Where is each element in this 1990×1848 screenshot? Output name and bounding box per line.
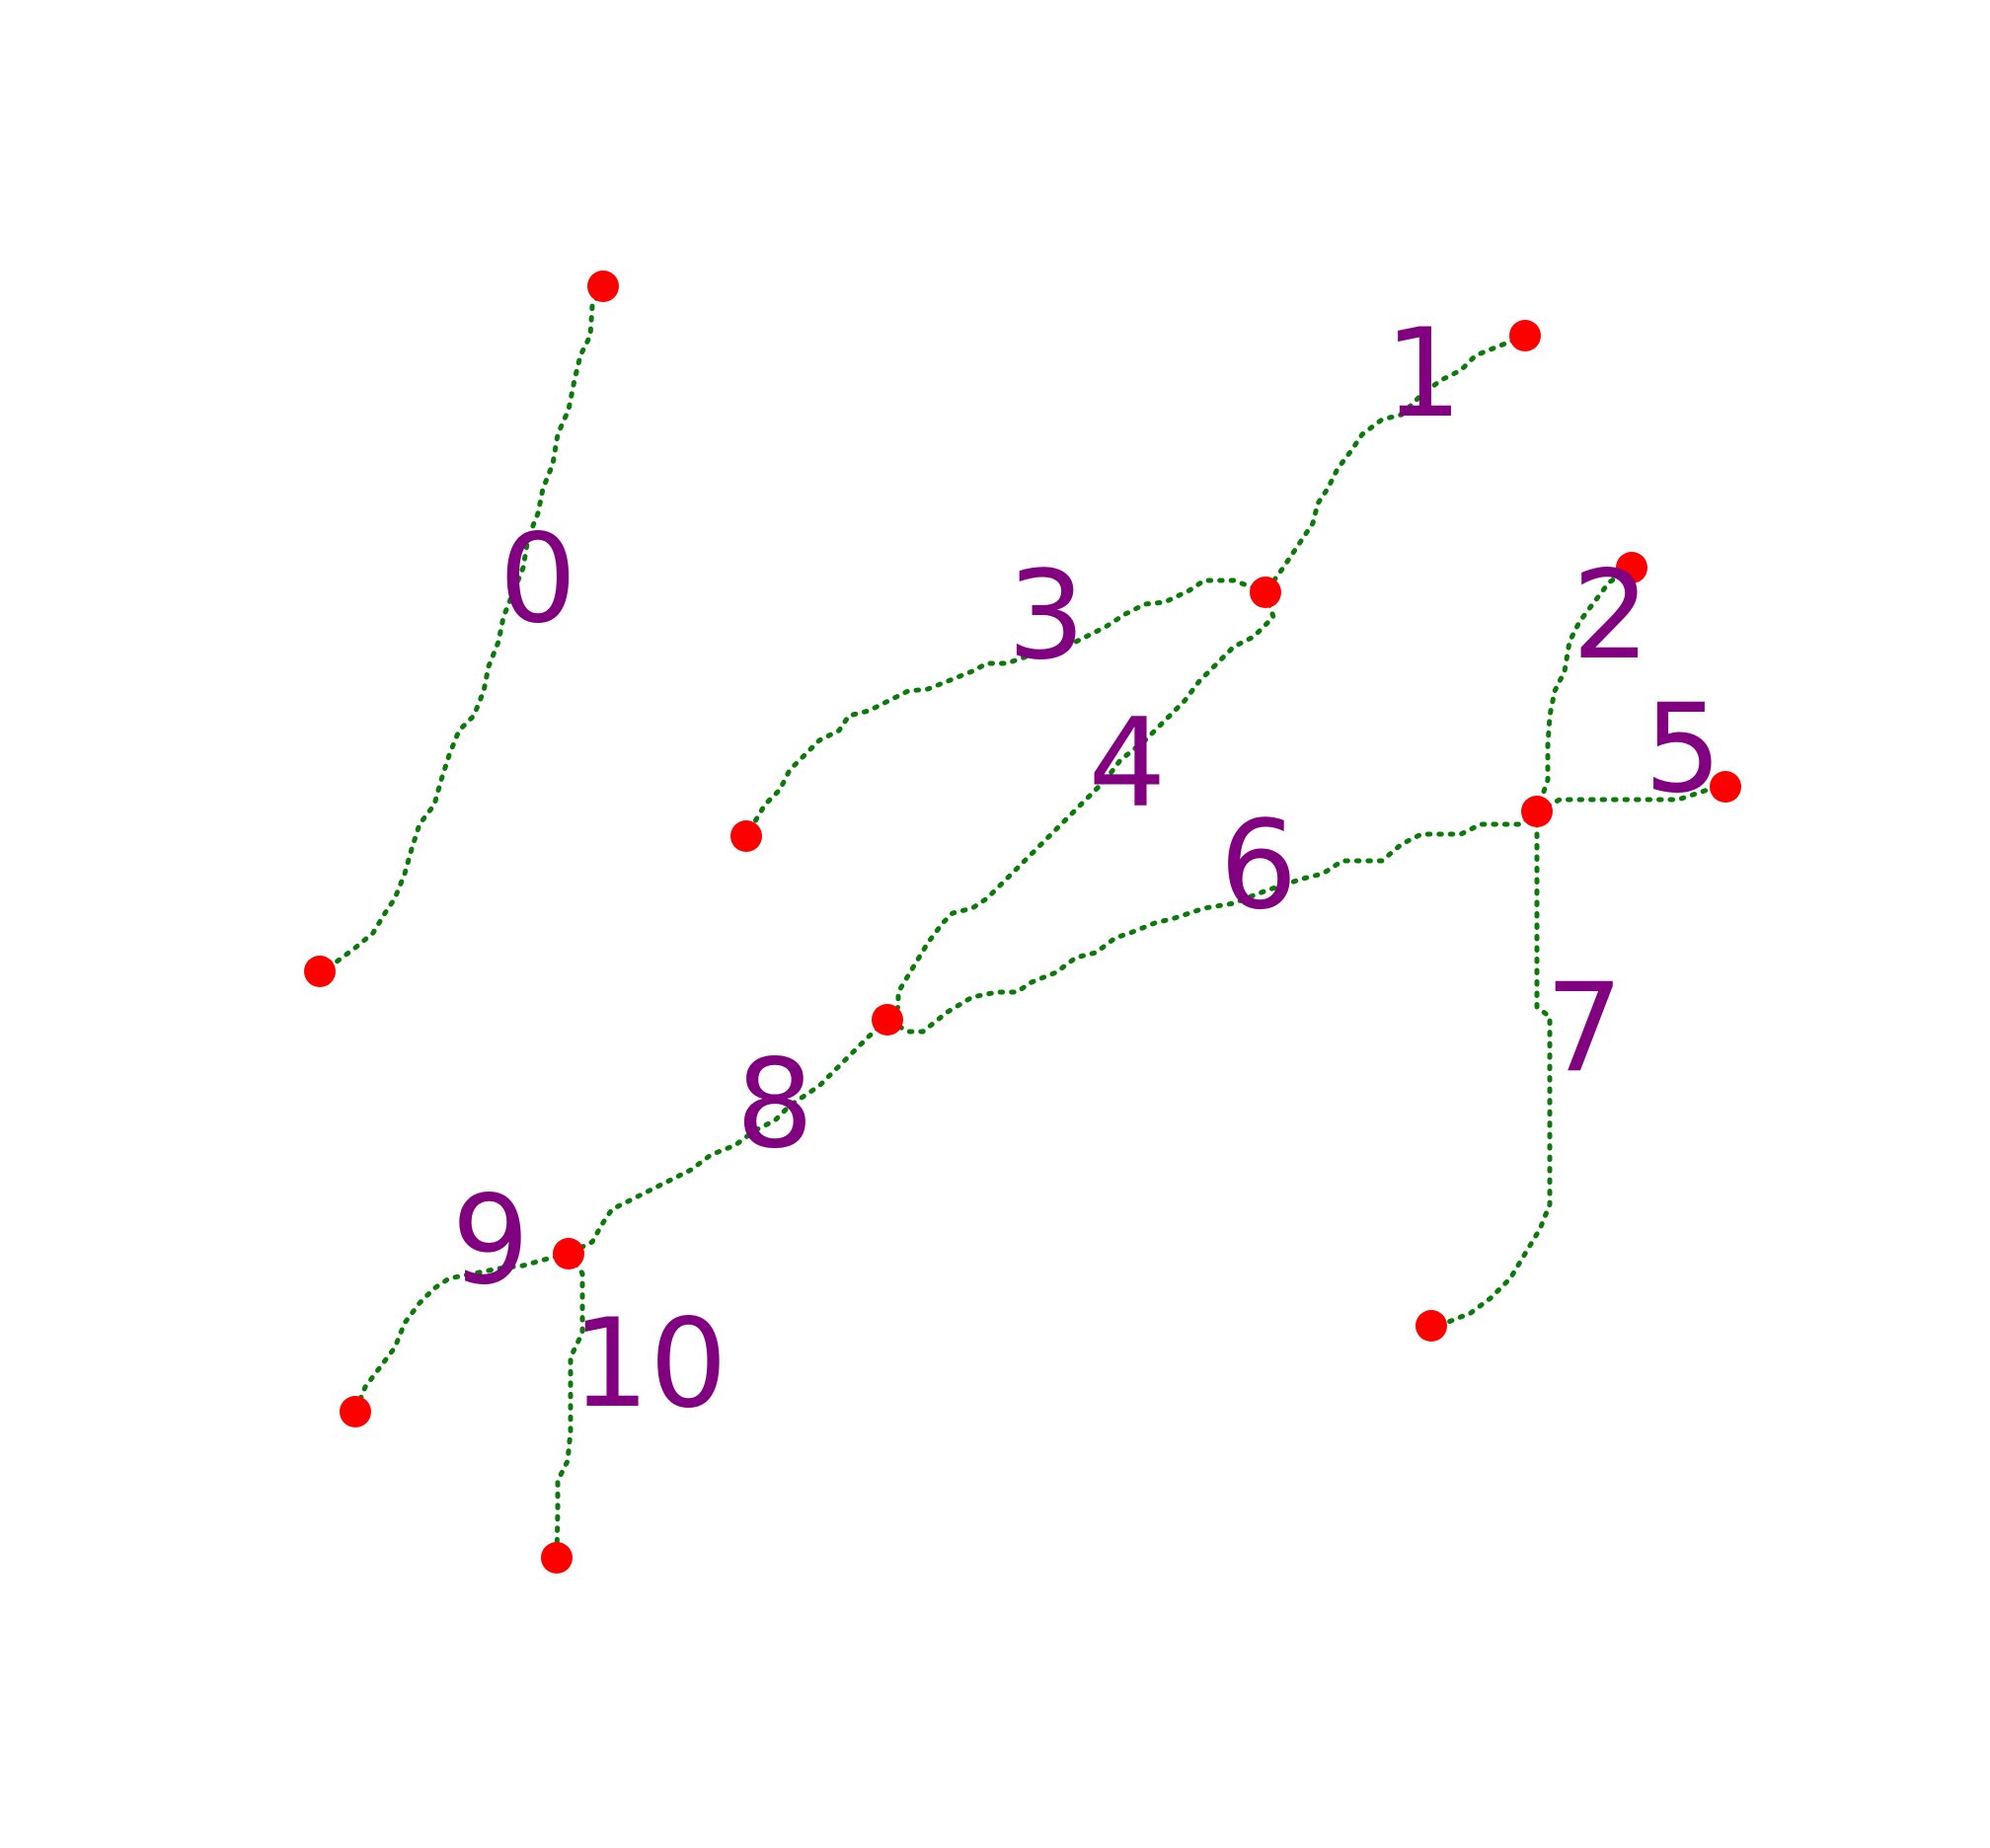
node-n11 (340, 1396, 371, 1427)
edge-1 (1263, 333, 1528, 595)
node-layer (304, 270, 1741, 1574)
edge-9 (352, 1251, 572, 1415)
node-n6 (730, 820, 762, 852)
node-n0 (587, 270, 619, 302)
edge-label-5: 5 (1645, 678, 1722, 820)
node-n12 (541, 1542, 573, 1574)
node-n4 (1616, 552, 1647, 583)
edge-3 (743, 578, 1268, 839)
edge-label-6: 6 (1220, 795, 1298, 937)
node-n7 (872, 1004, 903, 1036)
edge-label-3: 3 (1008, 545, 1086, 687)
node-n2 (1509, 320, 1541, 351)
edge-10 (554, 1251, 585, 1561)
edge-label-2: 2 (1572, 545, 1650, 687)
edge-label-0: 0 (499, 508, 577, 651)
node-n10 (553, 1238, 584, 1270)
edge-label-4: 4 (1089, 693, 1167, 835)
node-n1 (304, 956, 336, 987)
edge-8 (566, 1017, 890, 1257)
edge-2 (1534, 565, 1635, 814)
edge-6 (884, 808, 1540, 1035)
node-n5 (1521, 796, 1553, 827)
edge-label-8: 8 (736, 1034, 814, 1176)
node-n9 (1416, 1310, 1447, 1342)
edge-5 (1534, 784, 1728, 814)
edge-0 (317, 283, 606, 974)
node-n8 (1710, 771, 1741, 803)
edge-7 (1428, 808, 1553, 1329)
edge-layer (317, 283, 1728, 1561)
edge-label-1: 1 (1385, 303, 1463, 445)
edge-label-10: 10 (572, 1293, 727, 1435)
node-n3 (1250, 577, 1281, 608)
edge-4 (884, 589, 1276, 1023)
edge-label-7: 7 (1546, 958, 1624, 1100)
edge-label-9: 9 (452, 1170, 530, 1312)
